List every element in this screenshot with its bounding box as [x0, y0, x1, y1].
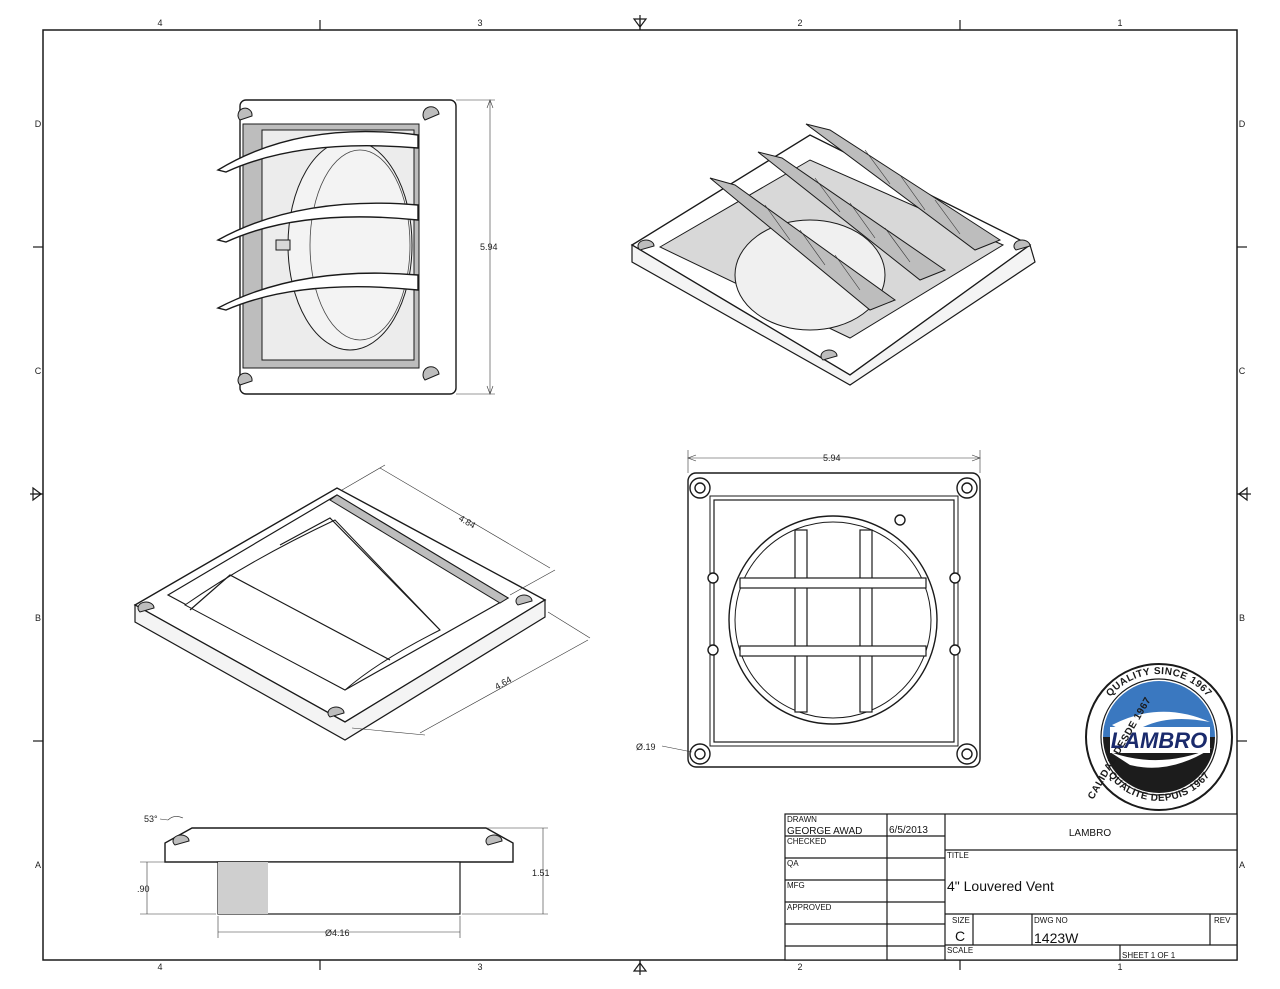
center-marks [30, 15, 1251, 975]
dim-collar-dia-label: Ø4.16 [325, 928, 350, 938]
zone-top-1: 1 [1117, 18, 1122, 28]
dim-iso-width-label: 4.64 [493, 674, 513, 691]
tb-rev-label: REV [1214, 916, 1231, 925]
tb-size: C [955, 928, 965, 944]
zone-right-b: B [1239, 613, 1245, 623]
tb-qa-label: QA [787, 859, 799, 868]
zone-bottom-3: 3 [477, 962, 482, 972]
zone-left-b: B [35, 613, 41, 623]
zone-left-c: C [35, 366, 42, 376]
zone-bottom-4: 4 [157, 962, 162, 972]
tb-dwg-no-label: DWG NO [1034, 916, 1068, 925]
tb-checked-label: CHECKED [787, 837, 826, 846]
zone-right-c: C [1239, 366, 1246, 376]
dim-angle-label: 53° [144, 814, 158, 824]
tb-title-label: TITLE [947, 851, 969, 860]
top-view [687, 472, 981, 768]
lambro-logo: QUALITY SINCE 1967 QUALITE DEPUIS 1967 C… [1085, 663, 1233, 811]
logo-wordmark: LAMBRO [1111, 728, 1208, 753]
zone-bottom-2: 2 [797, 962, 802, 972]
dim-iso-lines [341, 464, 591, 736]
tb-size-label: SIZE [952, 916, 970, 925]
dim-overall-height-label: 1.51 [532, 868, 550, 878]
zone-top-3: 3 [477, 18, 482, 28]
tb-drawn-label: DRAWN [787, 815, 817, 824]
title-block [784, 813, 1238, 961]
dim-collar-height-label: .90 [137, 884, 150, 894]
dim-front-height [456, 99, 495, 395]
dim-side-lines [140, 816, 548, 938]
dim-top-width-label: 5.94 [823, 453, 841, 463]
tb-scale-label: SCALE [947, 946, 973, 955]
tb-drawn-by: GEORGE AWAD [787, 826, 862, 837]
zone-top-2: 2 [797, 18, 802, 28]
zone-top-4: 4 [157, 18, 162, 28]
tb-drawn-date: 6/5/2013 [889, 825, 928, 836]
zone-left-a: A [35, 860, 41, 870]
side-view [164, 827, 514, 915]
tb-mfg-label: MFG [787, 881, 805, 890]
tb-dwg-no: 1423W [1034, 930, 1079, 946]
zone-right-d: D [1239, 119, 1246, 129]
tb-approved-label: APPROVED [787, 903, 832, 912]
dim-hole-label: Ø.19 [636, 742, 656, 752]
dim-top-width [661, 450, 981, 753]
dim-front-height-label: 5.94 [480, 242, 498, 252]
tb-company: LAMBRO [1069, 828, 1111, 839]
tb-sheet: SHEET 1 OF 1 [1122, 951, 1176, 960]
tb-title: 4" Louvered Vent [947, 878, 1054, 894]
zone-bottom-1: 1 [1117, 962, 1122, 972]
front-view-louvers [216, 99, 457, 395]
dim-iso-depth-label: 4.84 [457, 513, 477, 530]
zone-left-d: D [35, 119, 42, 129]
iso-view-closed [133, 487, 547, 741]
zone-right-a: A [1239, 860, 1245, 870]
iso-view-top [630, 123, 1036, 386]
